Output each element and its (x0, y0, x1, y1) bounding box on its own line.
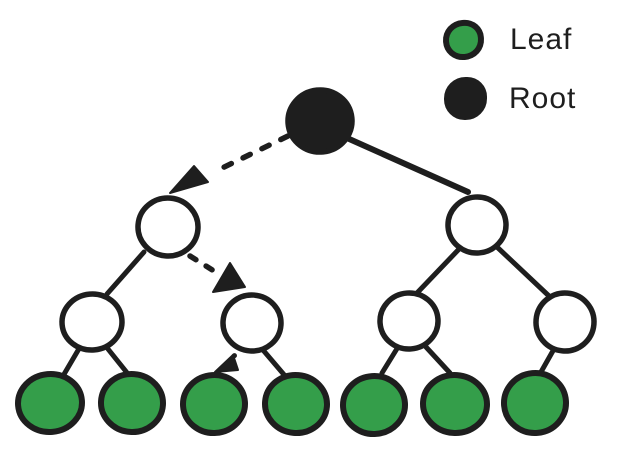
tree-edge-R-RR (494, 244, 552, 299)
tree-edge-L-LL (104, 249, 147, 297)
traversal-arrowhead-icon-root-L (169, 165, 209, 194)
tree-node-leaf-leaf6 (420, 371, 490, 437)
tree-node-leaf-leaf4 (262, 371, 330, 437)
tree-edge-RL-leaf6 (423, 344, 453, 376)
tree-edge-R-RL (414, 244, 464, 296)
traversal-arrow-shaft-L-LR (187, 253, 225, 279)
tree-edge-LL-leaf2 (105, 346, 131, 377)
tree-node-internal-LL (59, 291, 125, 353)
traversal-arrowhead-icon-L-LR (212, 262, 246, 293)
tree-node-internal-RR (533, 290, 597, 354)
tree-node-leaf-leaf7 (501, 369, 569, 437)
tree-edge-RL-leaf5 (379, 344, 401, 376)
tree-edge-LR-leaf4 (260, 347, 289, 380)
tree-node-internal-L (135, 195, 201, 259)
tree-node-leaf-leaf3 (180, 371, 248, 437)
tree-node-root-root (285, 87, 355, 155)
traversal-arrowhead-icon-LR-leaf3 (214, 354, 239, 373)
tree-node-internal-LR (220, 292, 284, 354)
tree-edge-RR-leaf7 (538, 346, 557, 375)
tree-node-leaf-leaf1 (15, 370, 85, 436)
tree-node-internal-RL (377, 290, 441, 352)
tree-node-leaf-leaf5 (340, 372, 408, 438)
tree-node-leaf-leaf2 (98, 370, 166, 436)
traversal-arrow-shaft-root-L (211, 133, 291, 175)
tree-edge-LL-leaf1 (60, 344, 83, 379)
tree-edge-root-R (344, 135, 471, 195)
tree-node-internal-R (445, 194, 509, 256)
